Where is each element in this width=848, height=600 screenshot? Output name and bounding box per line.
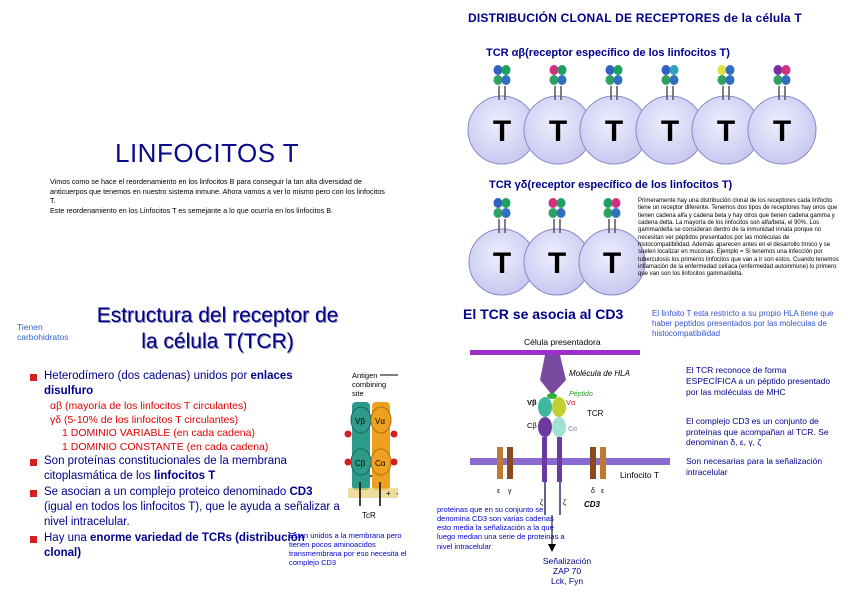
signaling-line-3: Lck, Fyn [532, 576, 602, 586]
cd3-gamma [507, 447, 513, 479]
cd3-epsilon-left [497, 447, 503, 479]
lymphocyte-label: Linfocito T [620, 470, 659, 480]
presenting-cell-label: Célula presentadora [524, 337, 601, 347]
peptide-label: Péptido [569, 391, 593, 398]
v-alpha-label: Vα [566, 398, 576, 407]
signaling-label: Señalización ZAP 70 Lck, Fyn [532, 556, 602, 587]
tcr-recognizes-text: El TCR reconoce de forma ESPECÍFICA a un… [686, 365, 836, 398]
alpha-stalk [557, 437, 562, 482]
peptide [547, 393, 557, 399]
signaling-line-1: Señalización [532, 556, 602, 566]
c-alpha-domain [552, 417, 566, 437]
v-alpha-domain [552, 397, 566, 417]
hla-molecule [540, 355, 566, 395]
cd3-epsilon-left-label: ε [497, 488, 500, 495]
cd3-complex-text: El complejo CD3 es un conjunto de proteí… [686, 416, 836, 449]
cd3-delta-label: δ [591, 488, 595, 495]
c-beta-domain [538, 417, 552, 437]
cd3-delta [590, 447, 596, 479]
tcr-label: TCR [587, 409, 604, 418]
cd3-epsilon-right-label: ε [601, 488, 604, 495]
cd3-proteins-note: proteinas que en su conjunto se denomina… [437, 505, 567, 551]
cd3-epsilon-right [600, 447, 606, 479]
cd3-explanation: El TCR reconoce de forma ESPECÍFICA a un… [686, 365, 836, 478]
cd3-gamma-label: γ [508, 488, 512, 495]
c-beta-label: Cβ [527, 421, 537, 430]
v-beta-label: Vβ [527, 398, 537, 407]
hla-label: Molécula de HLA [569, 369, 630, 378]
spacer [686, 398, 836, 416]
beta-stalk [542, 437, 547, 482]
signaling-necessity-text: Son necesarias para la señalización intr… [686, 456, 836, 478]
cd3-label: CD3 [584, 500, 601, 509]
c-alpha-label: Cα [568, 426, 577, 433]
presenting-cell-membrane [470, 350, 640, 355]
spacer [686, 448, 836, 456]
signaling-line-2: ZAP 70 [532, 566, 602, 576]
v-beta-domain [538, 397, 552, 417]
